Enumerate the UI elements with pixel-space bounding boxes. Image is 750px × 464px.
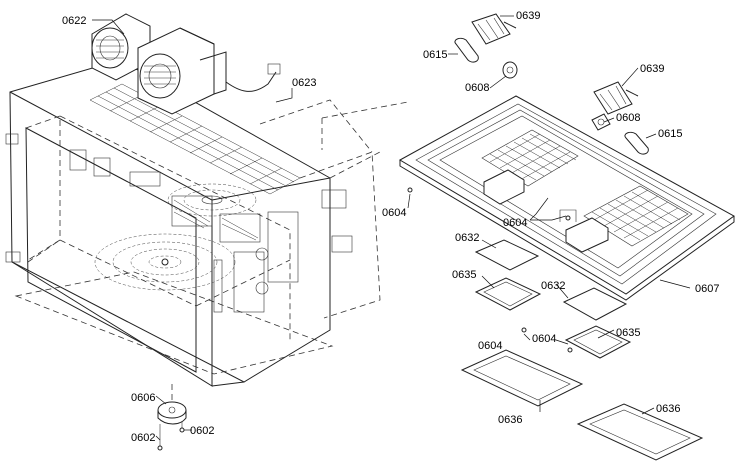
leader-lines <box>92 15 691 441</box>
part-label-0602: 0602 <box>131 432 155 444</box>
part-label-0615: 0615 <box>423 49 447 61</box>
part-label-0623: 0623 <box>292 77 316 89</box>
lamp-parts <box>454 13 649 155</box>
grease-filters <box>407 187 704 461</box>
part-label-0632: 0632 <box>455 232 479 244</box>
part-label-0604-fourth: 0604 <box>532 333 556 345</box>
part-label-0615-second: 0615 <box>658 128 682 140</box>
cover-plate <box>398 95 735 301</box>
part-label-0635: 0635 <box>452 269 476 281</box>
part-label-0622: 0622 <box>62 15 86 27</box>
part-label-0604: 0604 <box>382 207 406 219</box>
oven-cavity <box>5 59 409 387</box>
part-label-0632-second: 0632 <box>541 280 565 292</box>
part-label-0639: 0639 <box>516 10 540 22</box>
blower-motor-assembly <box>91 13 281 115</box>
part-label-0608-second: 0608 <box>616 112 640 124</box>
part-label-0606: 0606 <box>131 392 155 404</box>
part-label-0608: 0608 <box>465 82 489 94</box>
turntable-motor <box>157 384 187 451</box>
part-label-0604-second: 0604 <box>503 217 527 229</box>
part-label-0604-third: 0604 <box>478 340 502 352</box>
part-label-0607: 0607 <box>695 283 719 295</box>
part-label-0639-second: 0639 <box>640 63 664 75</box>
part-label-0636: 0636 <box>498 414 522 426</box>
part-label-0635-second: 0635 <box>616 327 640 339</box>
part-label-0602-second: 0602 <box>190 425 214 437</box>
part-label-0636-second: 0636 <box>656 403 680 415</box>
